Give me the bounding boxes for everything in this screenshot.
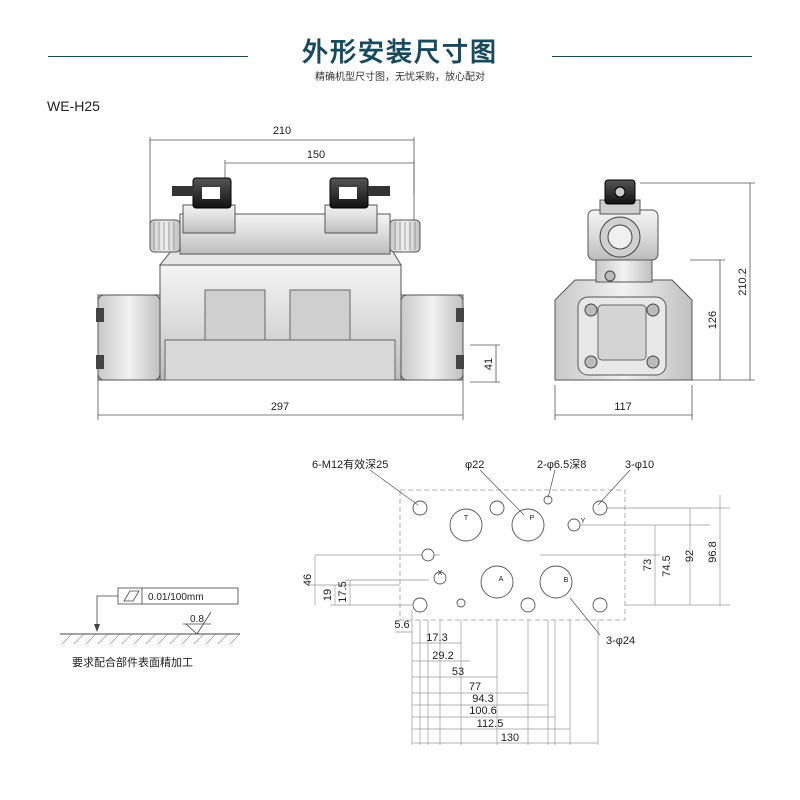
hole-m12-3 [592, 500, 608, 516]
hole-m12-5 [520, 597, 536, 613]
center-slot-left [204, 289, 266, 341]
horizontal-dims: 5.6 17.3 29.2 53 77 94.3 100.6 112.5 130 [394, 619, 519, 744]
dim-v-46: 46 [302, 574, 314, 586]
pin-hole-3 [456, 598, 466, 608]
coil-left [182, 204, 236, 234]
side-neck-bolt [604, 270, 616, 282]
mounting-surface: T P A B X Y 6-M12有效深25 φ22 2-φ6.5深8 3-φ1… [302, 457, 730, 745]
dim-210-2: 210.2 [737, 268, 749, 296]
body-right-cap [400, 294, 464, 381]
dim-v-19: 19 [322, 589, 334, 601]
body-bolt-left-2 [96, 355, 104, 369]
pilot-knob-left [149, 219, 181, 253]
dim-210: 210 [273, 125, 291, 137]
dim-h-94-3: 94.3 [472, 693, 493, 705]
pin-hole-2 [543, 495, 553, 505]
hole-m12-6 [592, 597, 608, 613]
dim-h-53: 53 [452, 666, 464, 678]
title-divider-right [552, 56, 752, 57]
side-view: 210.2 126 117 [554, 179, 755, 420]
dim-41: 41 [483, 358, 495, 370]
hole-m12-1 [412, 500, 428, 516]
side-bolt-tr [646, 303, 660, 317]
body-bolt-left [96, 308, 104, 322]
front-view: 210 150 297 41 [96, 125, 500, 420]
label-phi22: φ22 [465, 459, 484, 471]
side-neck [595, 257, 653, 283]
dim-h-77: 77 [469, 681, 481, 693]
side-bolt-tl [584, 303, 598, 317]
port-b [539, 565, 573, 599]
dim-h-17-3: 17.3 [426, 632, 447, 644]
surface-finish: 0.01/100mm 0.8 要求配合部件表面精加工 [60, 587, 241, 669]
flatness-icon [123, 590, 140, 602]
label-2-phi6-5: 2-φ6.5深8 [537, 458, 586, 471]
dim-h-29-2: 29.2 [432, 650, 453, 662]
port-a-label: A [499, 576, 504, 583]
title-divider-left [48, 56, 248, 57]
dim-297: 297 [271, 401, 289, 413]
tolerance-leader [96, 595, 118, 630]
hole-m12-2 [489, 500, 505, 516]
body-left-cap [97, 294, 161, 381]
dim-v-74-5: 74.5 [661, 555, 673, 576]
connector-left-screw [172, 186, 194, 196]
dim-h-100-6: 100.6 [469, 705, 497, 717]
label-3-phi10: 3-φ10 [625, 459, 654, 471]
side-connector-screw [614, 186, 626, 198]
port-p [511, 508, 545, 542]
connector-left-label [202, 187, 220, 199]
port-x-label: X [438, 570, 443, 577]
port-y-label: Y [581, 518, 586, 525]
dim-h-112-5: 112.5 [477, 718, 504, 730]
body-bolt-right-2 [456, 355, 464, 369]
side-bolt-br [646, 355, 660, 369]
connector-right-label [339, 187, 357, 199]
port-a [480, 565, 514, 599]
port-p-label: P [530, 515, 535, 522]
port-b-label: B [564, 577, 569, 584]
hole-m12-4 [412, 597, 428, 613]
center-slot-right [289, 289, 351, 341]
side-bolt-bl [584, 355, 598, 369]
roughness-value: 0.8 [190, 614, 204, 625]
tolerance-value: 0.01/100mm [148, 592, 204, 603]
port-x [433, 571, 447, 585]
port-t-label: T [464, 515, 469, 522]
side-knob-inner [607, 224, 633, 250]
dim-v-92: 92 [684, 550, 696, 562]
page-subtitle: 精确机型尺寸图，无忧采购，放心配对 [315, 72, 485, 83]
port-t [449, 508, 483, 542]
surface-note: 要求配合部件表面精加工 [72, 655, 193, 669]
vertical-dims: 19 17.5 46 73 74.5 92 96.8 [302, 541, 719, 602]
center-lower-panel [164, 339, 396, 381]
dim-117: 117 [614, 401, 632, 413]
dim-150: 150 [307, 149, 325, 161]
dim-v-96-8: 96.8 [707, 541, 719, 562]
page-title: 外形安装尺寸图 [301, 38, 498, 68]
model-label: WE-H25 [47, 98, 100, 114]
coil-right [324, 204, 378, 234]
dim-h-5-6: 5.6 [394, 619, 409, 631]
port-y [567, 518, 581, 532]
pin-hole-1 [421, 548, 435, 562]
connector-right-screw [368, 186, 390, 196]
side-face-inner [597, 304, 647, 361]
label-3-phi24: 3-φ24 [606, 635, 635, 647]
dim-h-130: 130 [501, 732, 519, 744]
dim-v-73: 73 [642, 559, 654, 571]
label-6-m12: 6-M12有效深25 [312, 457, 388, 471]
dim-v-17-5: 17.5 [337, 581, 349, 602]
body-bolt-right [456, 308, 464, 322]
dim-126: 126 [707, 311, 719, 329]
